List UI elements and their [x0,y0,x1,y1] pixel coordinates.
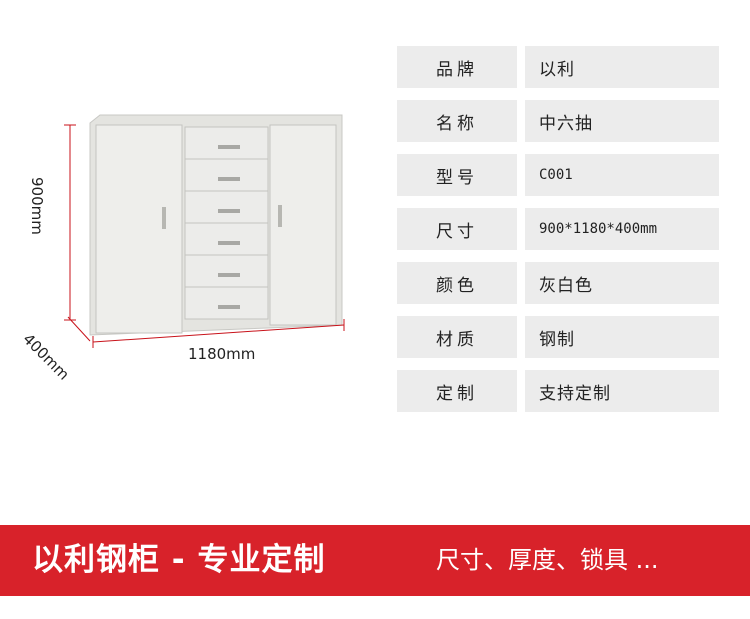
banner-subtitle: 尺寸、厚度、锁具 ... [436,546,659,574]
spec-row-model: 型号 C001 [397,154,719,196]
spec-value: 900*1180*400mm [525,208,719,250]
spec-value: 灰白色 [525,262,719,304]
spec-row-color: 颜色 灰白色 [397,262,719,304]
drawer-stack [184,126,269,320]
spec-row-brand: 品牌 以利 [397,46,719,88]
spec-value: 中六抽 [525,100,719,142]
spec-row-material: 材质 钢制 [397,316,719,358]
spec-value: 以利 [525,46,719,88]
spec-value: 钢制 [525,316,719,358]
spec-key: 材质 [397,316,517,358]
width-dimension-label: 1180mm [188,345,256,363]
spec-key: 型号 [397,154,517,196]
height-dimension-label: 900mm [28,177,46,235]
spec-key: 颜色 [397,262,517,304]
spec-key: 尺寸 [397,208,517,250]
spec-table: 品牌 以利 名称 中六抽 型号 C001 尺寸 900*1180*400mm 颜… [397,46,719,424]
spec-row-size: 尺寸 900*1180*400mm [397,208,719,250]
spec-key: 定制 [397,370,517,412]
spec-key: 名称 [397,100,517,142]
spec-row-custom: 定制 支持定制 [397,370,719,412]
product-image-area: 900mm 1180mm 400mm [0,95,380,395]
promo-banner: 以利钢柜 - 专业定制 尺寸、厚度、锁具 ... [0,525,750,596]
banner-title: 以利钢柜 - 专业定制 [32,542,326,578]
spec-row-name: 名称 中六抽 [397,100,719,142]
spec-key: 品牌 [397,46,517,88]
spec-value: C001 [525,154,719,196]
spec-value: 支持定制 [525,370,719,412]
cabinet-illustration [64,114,345,348]
